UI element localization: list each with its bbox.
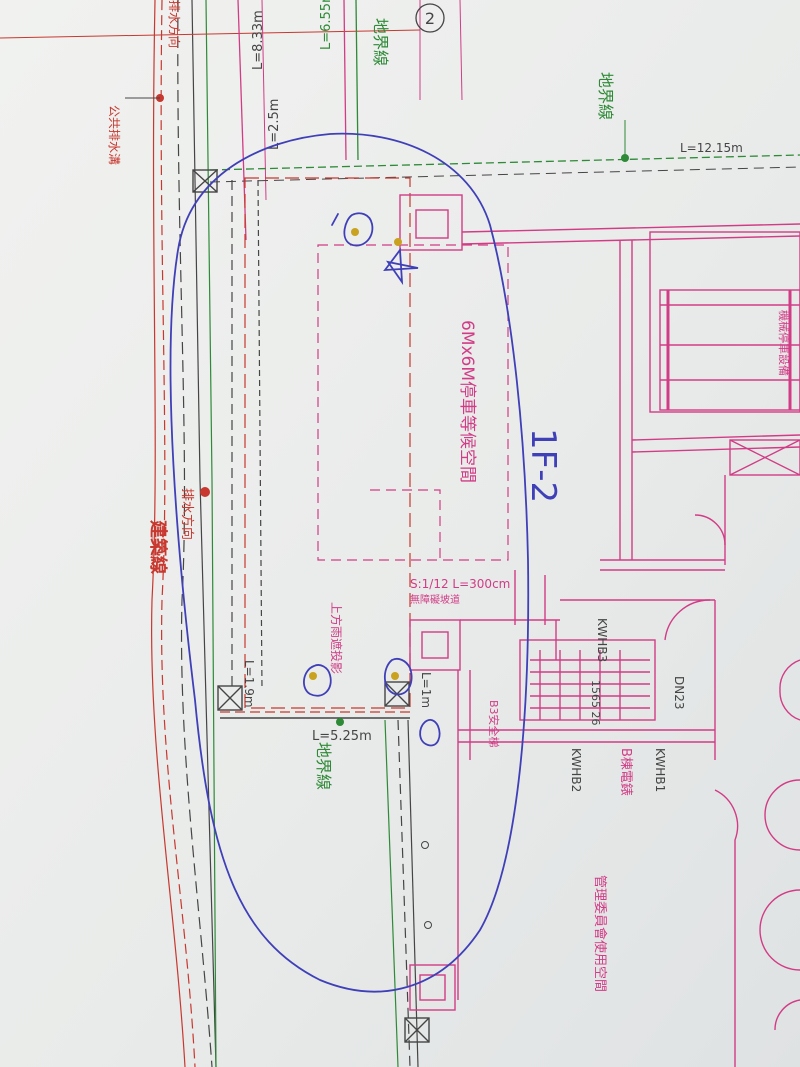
label-shelter: 上方雨遮投影 [329,602,344,674]
building-walls [399,194,800,1067]
ink-circle-1 [343,212,374,247]
label-l-525: L=5.25m [312,729,372,744]
label-space: 6Mx6M停車等候空間 [457,320,477,483]
label-ramp: 無障礙坡道 [410,593,460,606]
lower-road-lines [384,719,419,1067]
label-b-elec: B棟電錶 [618,748,633,796]
label-l-19: L=1.9m [242,660,256,708]
label-boundary-b: 地界線 [596,72,615,120]
label-slope: S:1/12 L=300cm [410,577,510,591]
label-lift: 機械停車設備 [777,310,791,376]
road-edge-lines [151,0,217,1067]
ink-circle-3 [383,657,413,696]
ink-outline-loop [169,132,530,993]
label-l-833: L=8.33m [251,10,266,70]
label-drain-dir-b: 排水方向 [179,488,195,540]
label-public-drain: 公共排水溝 [107,105,121,165]
label-dn: DN23 [672,676,686,710]
ink-star [383,247,419,286]
labels: 2 L=6.55m L=8.33m L=2.5m L=12.15m 地界線 地界… [107,0,791,992]
parking-lift [666,290,792,410]
label-l-25: L=2.5m [267,99,282,150]
site-outline [220,177,509,719]
ink-stroke [331,213,339,226]
markers [125,94,432,929]
label-stairs: 1565 26 [589,680,602,726]
label-kwhb2: KWHB2 [569,748,583,792]
label-building-line: 建築線 [147,520,169,574]
ink-circle-4 [419,719,441,747]
ink-circle-2 [303,664,332,697]
handwritten-label: 1F-2 [523,428,563,503]
label-l-1: L=1m [419,672,433,708]
top-boundary [209,120,800,183]
label-boundary-a: 地界線 [371,18,390,66]
label-boundary-c: 地界線 [314,742,333,790]
label-drain-dir-a: 排水方向 [167,0,182,48]
label-kwhb3: KWHB3 [595,618,609,662]
label-l-655: L=6.55m [319,0,334,50]
handwritten-annotations [169,132,530,993]
label-l-1215: L=12.15m [680,141,743,155]
label-kwhb1: KWHB1 [653,748,667,792]
label-circle-number: 2 [425,9,435,28]
label-b3-sw: B3安全梯 [487,700,501,748]
label-room-right: 管理委員會使用空間 [592,875,608,992]
